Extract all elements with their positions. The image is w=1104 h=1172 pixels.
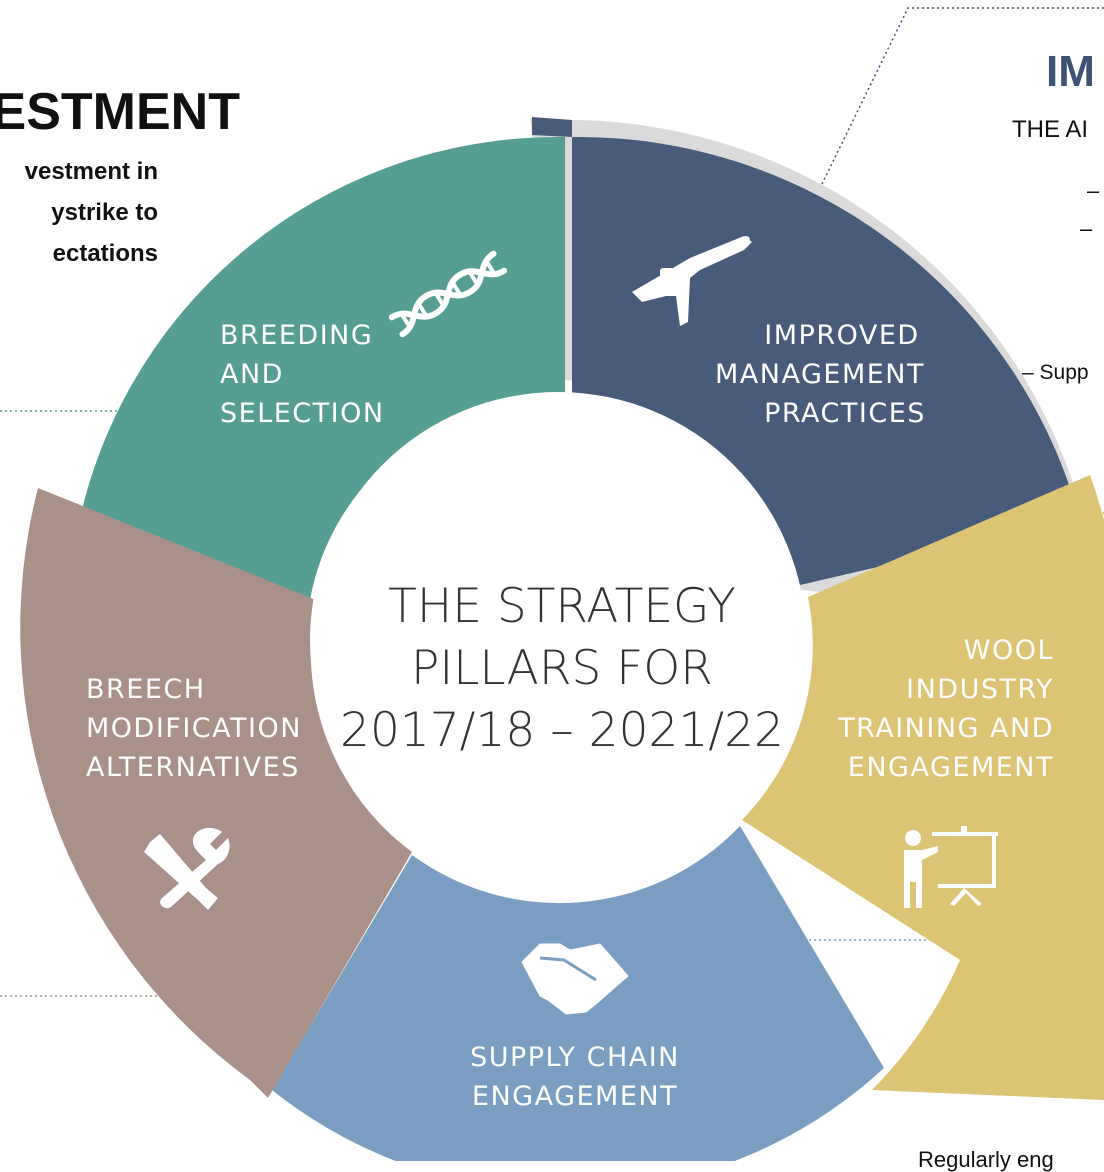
- right-support-text: – Supp: [1022, 361, 1089, 384]
- left-heading-title: VESTMENT: [0, 83, 240, 141]
- left-heading-line-2: ystrike to: [51, 199, 158, 226]
- right-bullet-2: –: [1080, 216, 1093, 241]
- right-heading-subtitle: THE AI: [1012, 116, 1089, 143]
- right-bullet-1: –: [1087, 178, 1100, 203]
- wool-label-1: WOOL: [964, 635, 1054, 666]
- breeding-label-2: AND: [220, 359, 284, 390]
- center-line-1: THE STRATEGY: [388, 579, 736, 634]
- wool-label-3: TRAINING AND: [837, 713, 1054, 744]
- improved-label-2: MANAGEMENT: [715, 359, 925, 390]
- center-circle: [310, 392, 806, 888]
- segment-improved-corner: [532, 117, 572, 137]
- tools-icon: [144, 827, 230, 910]
- breeding-label-3: SELECTION: [220, 398, 385, 429]
- applicator-gun-icon: [632, 236, 752, 326]
- presenter-board-icon: [904, 826, 998, 908]
- improved-label-3: PRACTICES: [764, 398, 926, 429]
- supply-label-1: SUPPLY CHAIN: [470, 1042, 680, 1073]
- segment-wool: [742, 475, 1104, 1100]
- left-heading-line-1: vestment in: [24, 158, 158, 185]
- segment-improved: [572, 136, 1080, 585]
- dna-icon: [388, 250, 508, 338]
- right-heading-title: IM: [1046, 47, 1095, 96]
- breeding-label-1: BREEDING: [220, 320, 373, 351]
- segment-breeding: [73, 136, 565, 601]
- segment-breech: [20, 488, 412, 1098]
- breech-label-2: MODIFICATION: [86, 713, 302, 744]
- center-line-3: 2017/18 – 2021/22: [340, 703, 784, 758]
- wool-label-2: INDUSTRY: [906, 674, 1054, 705]
- left-heading-line-3: ectations: [52, 240, 158, 267]
- breech-label-1: BREECH: [86, 674, 206, 705]
- supply-label-2: ENGAGEMENT: [472, 1081, 678, 1112]
- improved-label-1: IMPROVED: [764, 320, 919, 351]
- connector-improved: [777, 7, 1104, 275]
- wool-label-4: ENGAGEMENT: [848, 752, 1054, 783]
- handshake-icon: [521, 943, 629, 1015]
- breech-label-3: ALTERNATIVES: [86, 752, 300, 783]
- center-line-2: PILLARS FOR: [411, 641, 713, 696]
